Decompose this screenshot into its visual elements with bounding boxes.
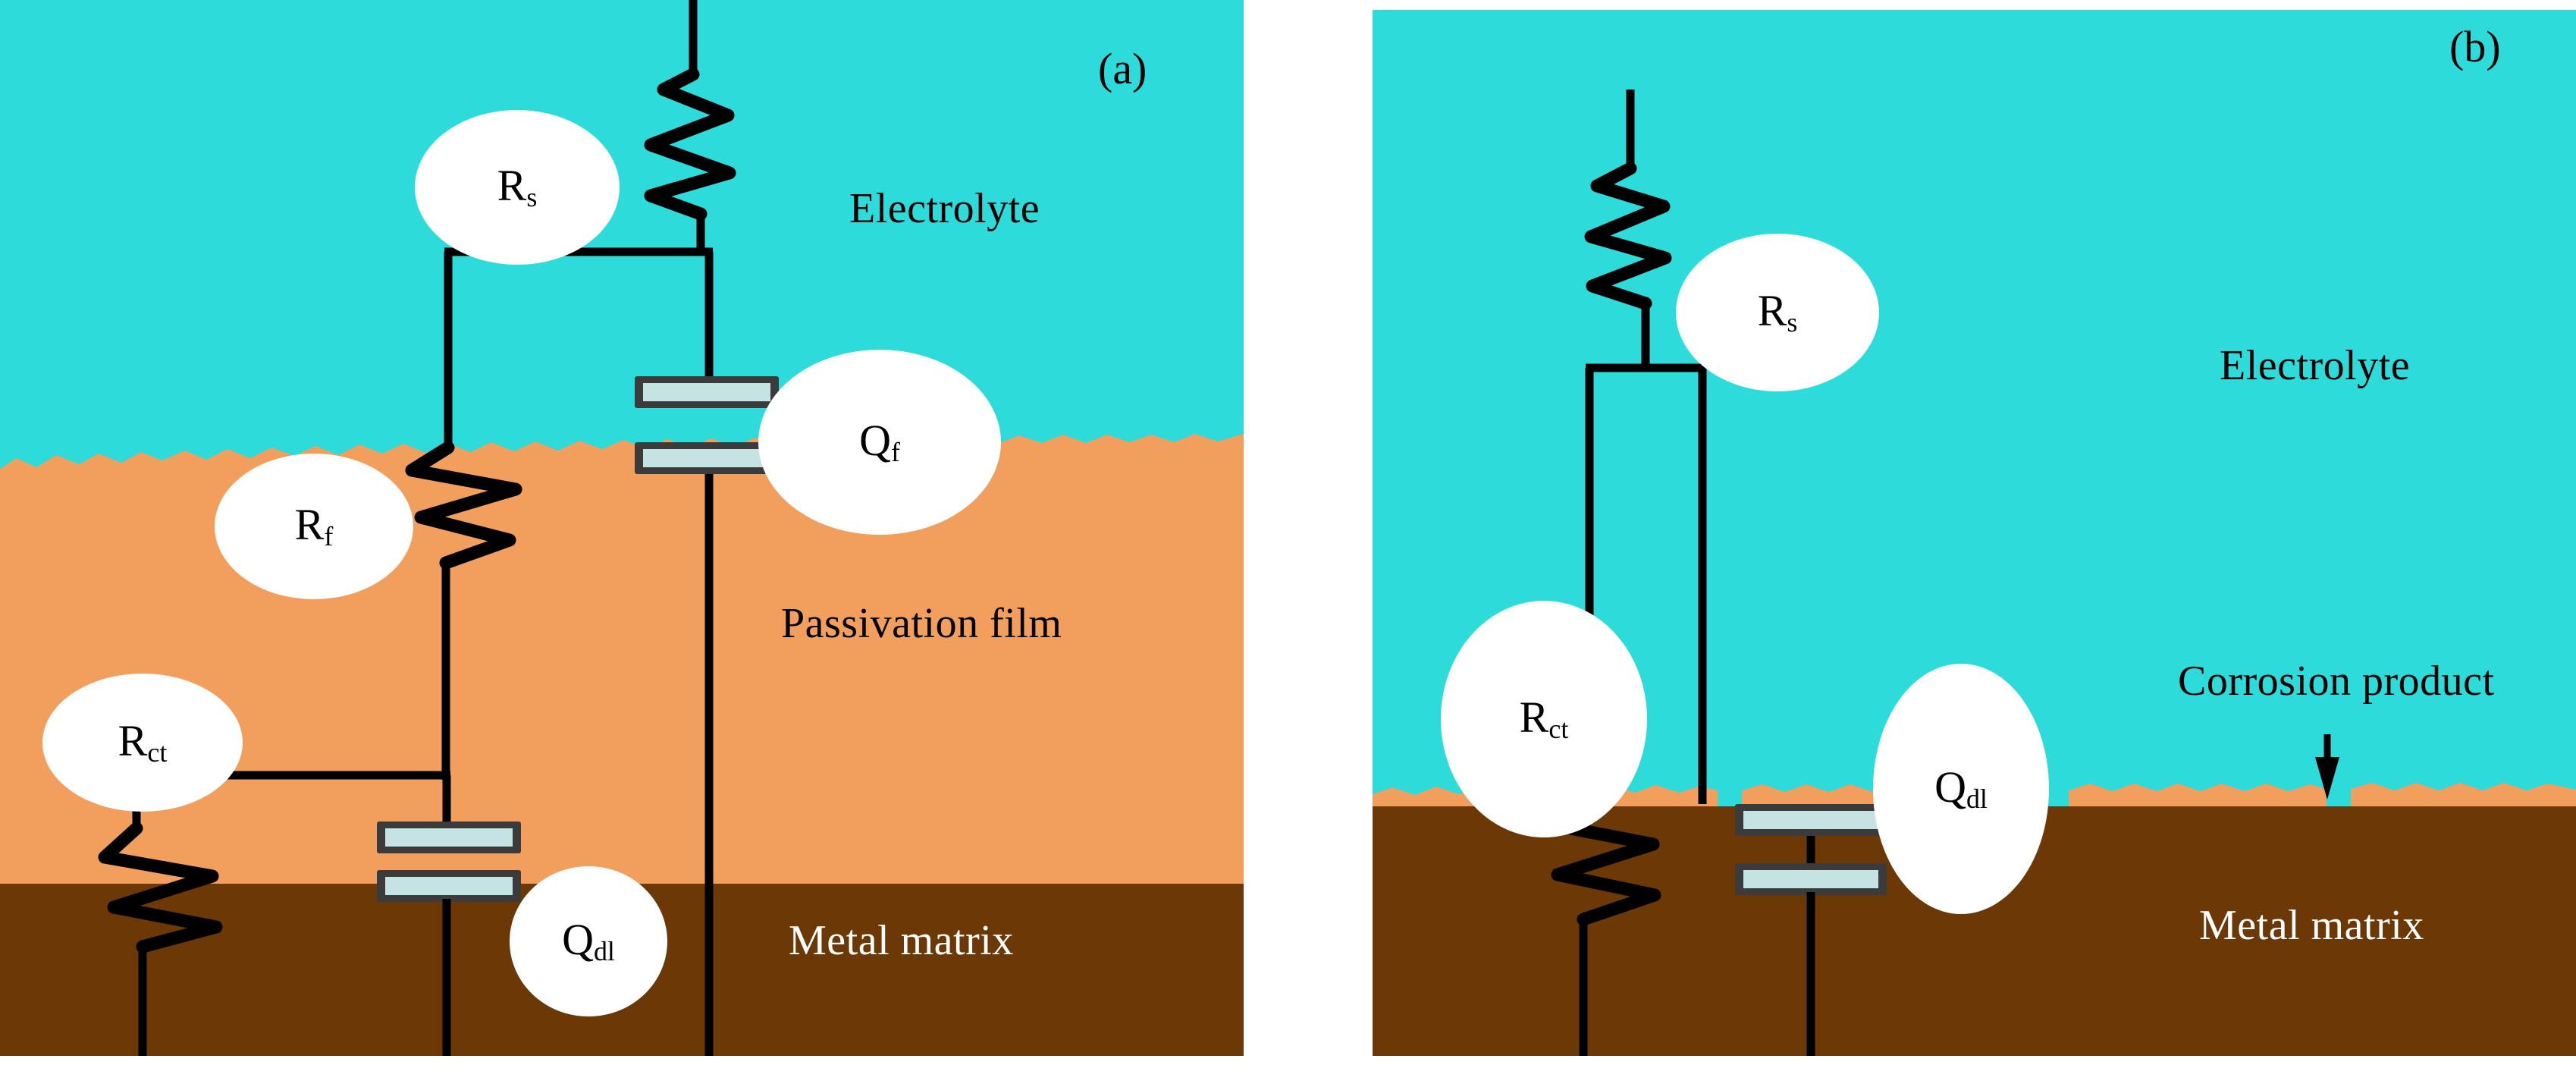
resistor-rf-a <box>405 441 522 570</box>
electrolyte-layer-a <box>0 0 1244 485</box>
capacitor-qdl-plate-bottom-inner-b <box>1743 870 1878 888</box>
panel-a: (a) Electrolyte Passivation film Metal m… <box>0 0 1244 1056</box>
corrosion-product-arrow-b <box>2315 734 2339 800</box>
bubble-rs-a: Rs <box>415 110 620 265</box>
metal-matrix-label-a: Metal matrix <box>789 917 1014 964</box>
label-qdl-b: Qdl <box>1934 762 1988 814</box>
corrosion-island-3-b <box>2069 784 2327 806</box>
label-qf-a: Qf <box>859 415 900 467</box>
resistor-rs-b <box>1584 162 1672 310</box>
label-rf-a: Rf <box>294 499 334 551</box>
bubble-rs-b: Rs <box>1676 234 1879 391</box>
bubble-rf-a: Rf <box>215 454 413 599</box>
panel-tag-a: (a) <box>1098 44 1147 93</box>
electrolyte-label-b: Electrolyte <box>2220 342 2411 389</box>
passivation-film-label-a: Passivation film <box>781 600 1062 647</box>
label-rs-a: Rs <box>497 160 538 212</box>
bubble-qdl-a: Qdl <box>510 866 667 1016</box>
corrosion-product-label-b: Corrosion product <box>2178 658 2495 705</box>
panel-b: (b) Electrolyte Corrosion product Metal … <box>1373 0 2576 1056</box>
capacitor-qf-plate-top-inner-a <box>643 383 770 401</box>
capacitor-qdl-plate-bottom-inner-a <box>385 877 513 895</box>
bubble-qf-a: Qf <box>758 350 1001 535</box>
capacitor-qdl-plate-top-inner-b <box>1743 811 1878 829</box>
metal-matrix-label-b: Metal matrix <box>2199 902 2424 949</box>
corrosion-island-4-b <box>2351 783 2576 806</box>
capacitor-qdl-a <box>377 822 521 902</box>
passivation-film-layer-a <box>0 434 1244 884</box>
label-rct-a: Rct <box>118 715 168 768</box>
electrolyte-label-a: Electrolyte <box>849 185 1040 232</box>
corrosion-arrow-head-b <box>2315 757 2339 800</box>
capacitor-qdl-b <box>1735 804 1887 895</box>
capacitor-qf-plate-bottom-inner-a <box>643 449 770 467</box>
label-rs-b: Rs <box>1757 285 1798 338</box>
capacitor-qdl-plate-top-inner-a <box>385 828 513 847</box>
capacitor-qf-a <box>635 376 779 474</box>
resistor-rct-a <box>98 822 223 953</box>
label-qdl-a: Qdl <box>562 914 615 966</box>
bubble-rct-a: Rct <box>42 674 243 812</box>
bubble-qdl-b: Qdl <box>1873 664 2049 914</box>
label-rct-b: Rct <box>1519 692 1569 744</box>
panel-tag-b: (b) <box>2449 22 2501 71</box>
panel-a-graphics <box>0 0 1244 1056</box>
resistor-rs-a <box>644 68 736 221</box>
bubble-rct-b: Rct <box>1441 601 1647 837</box>
corrosion-gap-nub-b <box>1718 795 1742 806</box>
